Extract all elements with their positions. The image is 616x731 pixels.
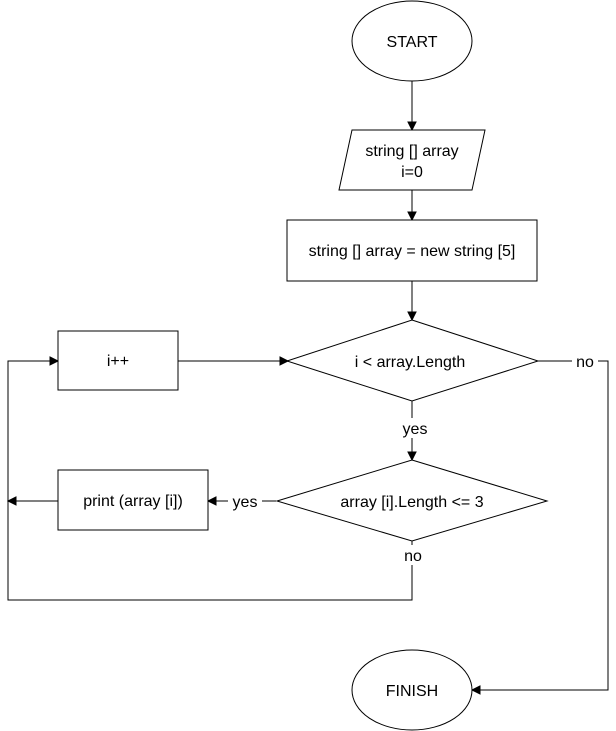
print-label: print (array [i]) [83, 493, 183, 510]
condition-item-diamond [275, 459, 549, 542]
increment-label: i++ [107, 353, 129, 370]
edges [6, 81, 609, 695]
node-start: START [351, 0, 473, 82]
arrow-head [206, 496, 217, 506]
node-finish: FINISH [351, 649, 473, 731]
input-label-line1: string [] array [365, 143, 458, 160]
init-process-box [286, 219, 538, 282]
increment-process-box [57, 330, 179, 391]
edge-item-no [7, 360, 413, 601]
arrow-head [407, 211, 417, 222]
arrow-head [407, 121, 417, 132]
print-process-box [57, 469, 209, 531]
arrow-head [49, 356, 60, 366]
edge-label-item-yes: yes [233, 494, 258, 511]
input-parallelogram [338, 129, 486, 191]
edge-label-condition-yes: yes [403, 421, 428, 438]
node-increment: i++ [57, 330, 179, 391]
node-condition-item: array [i].Length <= 3 [275, 459, 549, 542]
start-label: START [387, 34, 438, 51]
finish-terminator [351, 649, 473, 731]
arrow-head [6, 496, 17, 506]
arrow-head [470, 685, 481, 695]
condition-length-label: i < array.Length [355, 354, 465, 371]
condition-length-diamond [285, 319, 540, 402]
init-label: string [] array = new string [5] [309, 243, 516, 260]
input-label-line2: i=0 [401, 164, 423, 181]
edge-label-item-no: no [404, 548, 422, 565]
finish-label: FINISH [386, 683, 438, 700]
edge-condition-no [480, 360, 609, 691]
edge-label-condition-no: no [576, 354, 594, 371]
node-init: string [] array = new string [5] [286, 219, 538, 282]
condition-item-label: array [i].Length <= 3 [340, 494, 483, 511]
arrow-head [279, 356, 290, 366]
arrow-head [407, 451, 417, 462]
node-condition-length: i < array.Length [285, 319, 540, 402]
node-input: string [] array i=0 [338, 129, 486, 191]
node-print: print (array [i]) [57, 469, 209, 531]
arrow-head [407, 311, 417, 322]
start-terminator [351, 0, 473, 82]
edge-labels: no yes yes no [228, 350, 598, 565]
